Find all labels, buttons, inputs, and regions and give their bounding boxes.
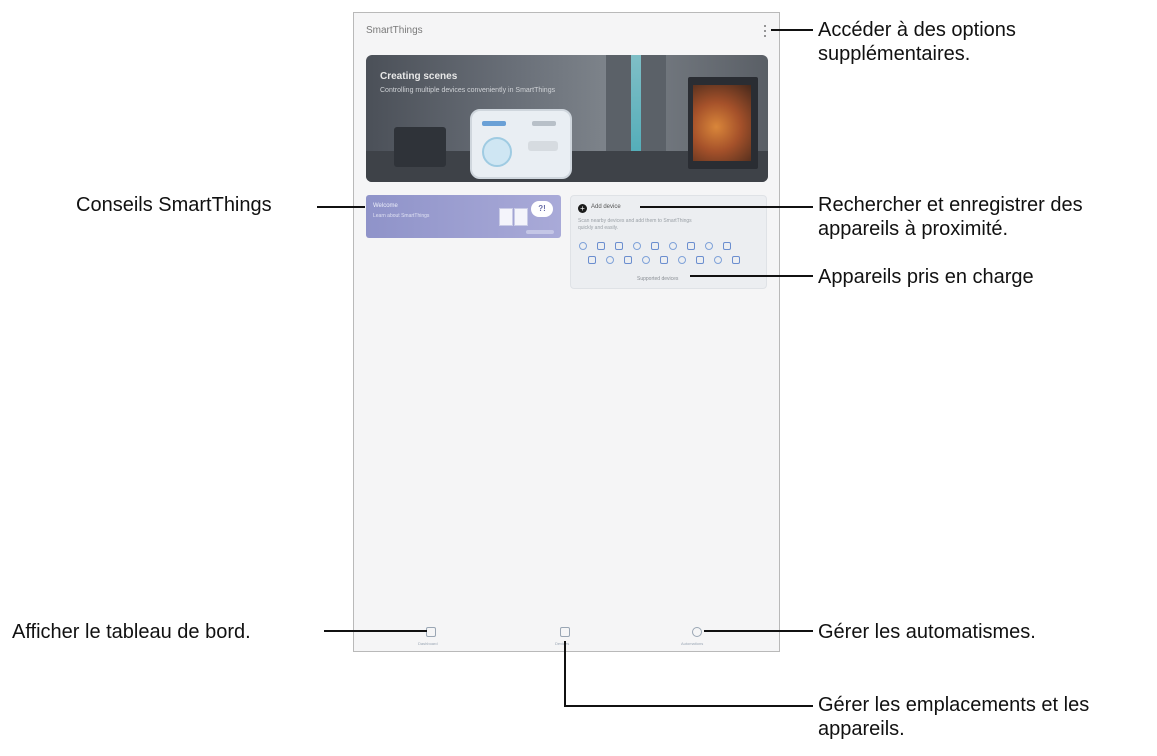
device-icon — [615, 242, 623, 250]
scenes-banner[interactable]: Creating scenes Controlling multiple dev… — [366, 55, 768, 182]
callout-line-locations — [564, 705, 813, 707]
banner-subtitle: Controlling multiple devices convenientl… — [380, 87, 556, 94]
devices-tab-label[interactable]: Devices — [555, 641, 570, 646]
device-icon — [588, 256, 596, 264]
callout-locations: Gérer les emplacements et les appareils. — [818, 694, 1090, 740]
callout-line-tips — [317, 206, 365, 208]
banner-title: Creating scenes — [380, 71, 458, 82]
lamp-icon — [394, 127, 446, 167]
add-device-card[interactable]: + Add device Scan nearby devices and add… — [570, 195, 767, 289]
callout-supported-devices: Appareils pris en charge — [818, 266, 1034, 288]
callout-more-options: Accéder à des options supplémentaires. — [818, 19, 1016, 65]
device-icon — [705, 242, 713, 250]
device-icon — [714, 256, 722, 264]
app-title: SmartThings — [366, 25, 423, 36]
device-icon — [597, 242, 605, 250]
speech-bubble-icon: ?! — [531, 201, 553, 217]
devices-icon[interactable] — [560, 627, 570, 637]
device-icon — [624, 256, 632, 264]
device-icon — [660, 256, 668, 264]
device-icon — [606, 256, 614, 264]
dashboard-tab-label[interactable]: Dashboard — [418, 641, 438, 646]
supported-devices-link[interactable]: Supported devices — [637, 276, 679, 282]
add-icon[interactable]: + — [578, 204, 587, 213]
automations-icon[interactable] — [692, 627, 702, 637]
callout-line-locations-vertical — [564, 641, 566, 707]
callout-automations: Gérer les automatismes. — [818, 621, 1036, 643]
automations-tab-label[interactable]: Automations — [681, 641, 704, 646]
callout-dashboard: Afficher le tableau de bord. — [12, 621, 251, 643]
smartthings-tips-card[interactable]: Welcome Learn about SmartThings ?! — [366, 195, 561, 238]
device-icon — [633, 242, 641, 250]
book-icon — [499, 208, 529, 230]
add-device-label[interactable]: Add device — [591, 204, 621, 210]
device-icon — [642, 256, 650, 264]
device-icon — [732, 256, 740, 264]
dashboard-icon[interactable] — [426, 627, 436, 637]
tips-more-link[interactable] — [526, 230, 554, 234]
device-icon — [579, 242, 587, 250]
callout-line-automations — [704, 630, 813, 632]
device-icon — [696, 256, 704, 264]
callout-tips: Conseils SmartThings — [76, 194, 272, 216]
device-icon — [723, 242, 731, 250]
callout-line-dashboard — [324, 630, 427, 632]
device-icon — [669, 242, 677, 250]
more-options-icon[interactable] — [763, 25, 767, 39]
device-icon — [687, 242, 695, 250]
callout-line-more — [771, 29, 813, 31]
add-device-description: Scan nearby devices and add them to Smar… — [578, 218, 692, 231]
tips-subtitle: Learn about SmartThings — [373, 213, 430, 219]
device-icon — [651, 242, 659, 250]
device-icon — [678, 256, 686, 264]
callout-line-search — [640, 206, 813, 208]
tips-label: Welcome — [373, 203, 398, 209]
callout-line-supported — [690, 275, 813, 277]
tablet-screen: SmartThings Creating scenes Controlling … — [353, 12, 780, 652]
device-icons-grid — [577, 242, 757, 270]
callout-search-devices: Rechercher et enregistrer des appareils … — [818, 194, 1083, 240]
phone-illustration — [470, 109, 572, 179]
